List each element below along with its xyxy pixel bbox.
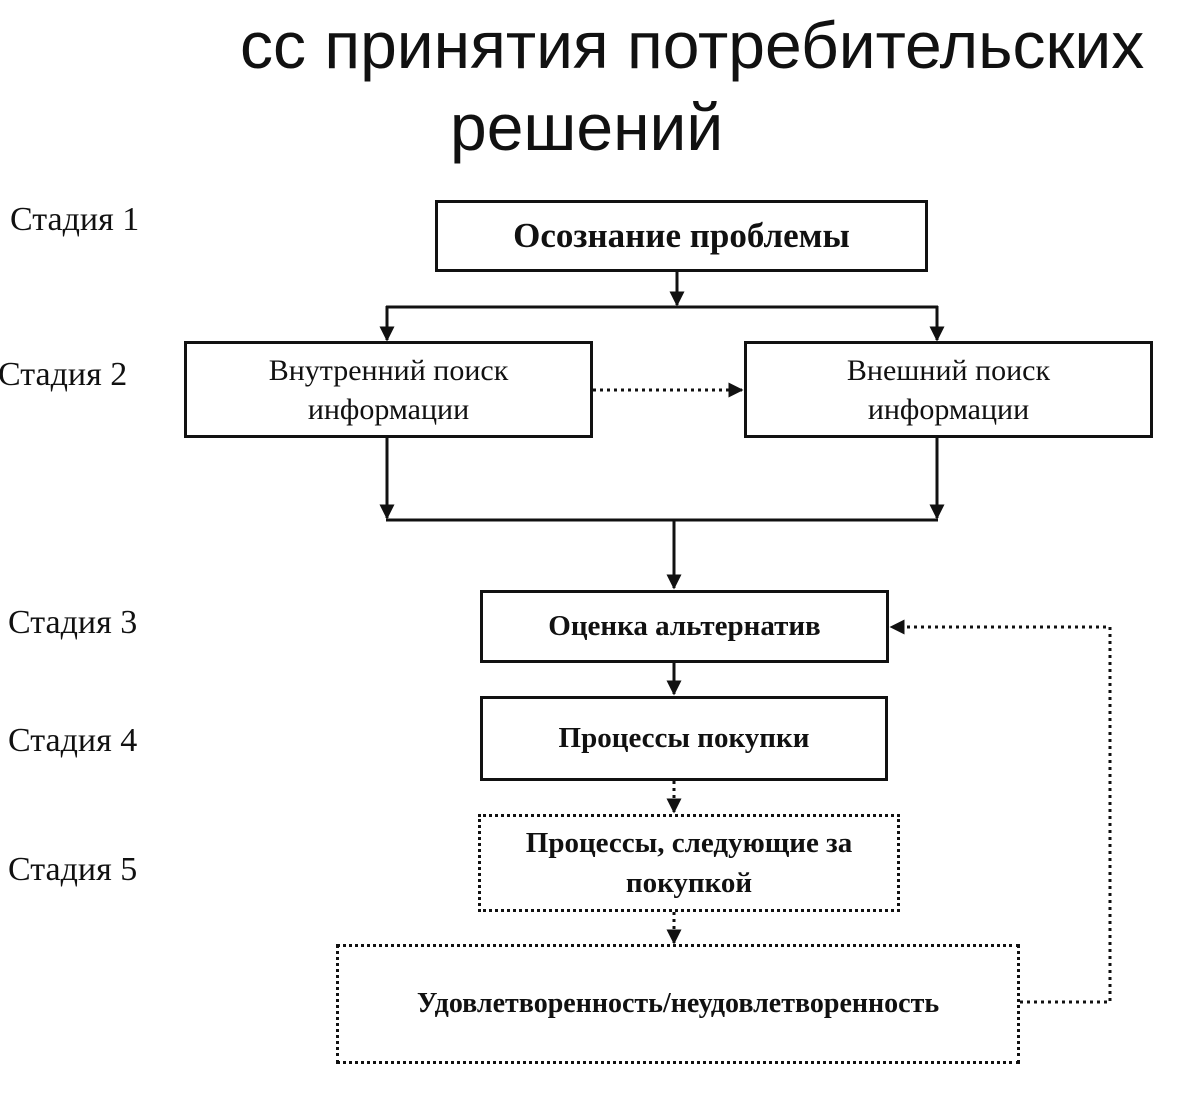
external-search-label-line-2: информации [867, 392, 1030, 426]
post-purchase-box: Процессы, следующие за покупкой [478, 814, 900, 912]
post-purchase-label-line-2: покупкой [625, 867, 753, 899]
stage-label-3: Стадия 3 [8, 604, 138, 641]
problem-recognition-box: Осознание проблемы [435, 200, 928, 272]
post-purchase-label-line-1: Процессы, следующие за [525, 827, 853, 859]
satisfaction-box: Удовлетворенность/неудовлетворенность [336, 944, 1020, 1064]
connector-feedback-loop-dotted [889, 619, 1112, 1004]
internal-search-label-line-2: информации [307, 392, 470, 426]
satisfaction-label: Удовлетворенность/неудовлетворенность [416, 988, 940, 1019]
alternatives-evaluation-label: Оценка альтернатив [548, 610, 821, 642]
stage-label-2: Стадия 2 [0, 356, 128, 393]
title-line-2: решений [450, 90, 724, 164]
external-search-label-line-1: Внешний поиск [846, 353, 1051, 387]
purchase-processes-label: Процессы покупки [558, 722, 810, 754]
external-search-box: Внешний поиск информации [744, 341, 1153, 438]
alternatives-evaluation-box: Оценка альтернатив [480, 590, 889, 663]
stage-label-1: Стадия 1 [10, 201, 140, 238]
purchase-processes-box: Процессы покупки [480, 696, 888, 781]
problem-recognition-label: Осознание проблемы [513, 216, 850, 255]
internal-search-box: Внутренний поиск информации [184, 341, 593, 438]
stage-label-5: Стадия 5 [8, 851, 138, 888]
stage-label-4: Стадия 4 [8, 722, 138, 759]
title-line-1: сс принятия потребительских [240, 8, 1145, 82]
internal-search-label-line-1: Внутренний поиск [268, 353, 509, 387]
